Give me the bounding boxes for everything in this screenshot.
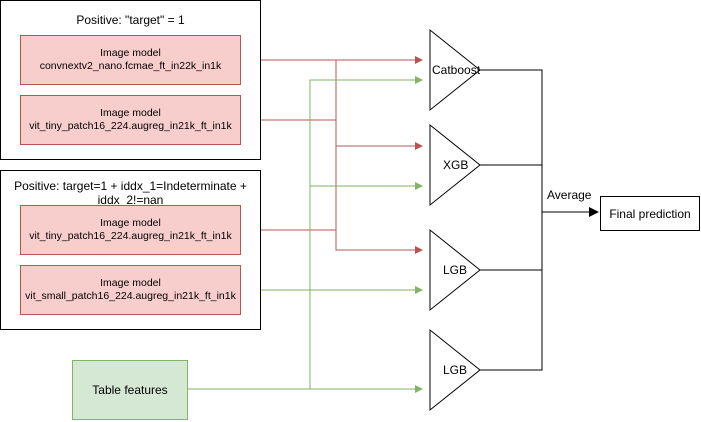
image-model-box: Image model vit_tiny_patch16_224.augreg_… xyxy=(20,95,241,145)
model-name: vit_small_patch16_224.augreg_in21k_ft_in… xyxy=(25,290,236,302)
image-model-box: Image model vit_small_patch16_224.augreg… xyxy=(20,265,241,315)
model-label: Image model xyxy=(100,47,161,59)
learner-label-xgb: XGB xyxy=(443,158,469,172)
model-name: vit_tiny_patch16_224.augreg_in21k_ft_in1… xyxy=(29,120,232,132)
group-title: Positive: "target" = 1 xyxy=(76,13,185,27)
final-prediction-box: Final prediction xyxy=(600,196,700,231)
green-edges xyxy=(188,76,423,393)
black-edges xyxy=(480,69,599,371)
model-label: Image model xyxy=(100,217,161,229)
learner-label-lgb-1: LGB xyxy=(443,263,468,277)
model-name: vit_tiny_patch16_224.augreg_in21k_ft_in1… xyxy=(29,230,232,242)
model-name: convnextv2_nano.fcmae_ft_in22k_in1k xyxy=(39,60,222,72)
average-label: Average xyxy=(547,188,592,202)
learner-triangle-catboost xyxy=(429,28,481,112)
final-prediction-label: Final prediction xyxy=(609,206,691,221)
red-edges xyxy=(241,56,423,254)
learner-label-catboost: Catboost xyxy=(432,63,481,77)
learner-triangle-lgb-2 xyxy=(429,328,481,412)
image-model-box: Image model vit_tiny_patch16_224.augreg_… xyxy=(20,205,241,255)
learner-label-lgb-2: LGB xyxy=(443,363,468,377)
table-features-label: Table features xyxy=(92,383,168,397)
learner-triangle-lgb-1 xyxy=(429,228,481,312)
table-features-box: Table features xyxy=(72,360,188,420)
model-label: Image model xyxy=(100,107,161,119)
learner-triangle-xgb xyxy=(429,123,481,207)
image-model-box: Image model convnextv2_nano.fcmae_ft_in2… xyxy=(20,35,241,85)
group-title-line1: Positive: target=1 + iddx_1=Indeterminat… xyxy=(14,179,247,193)
model-label: Image model xyxy=(100,277,161,289)
group-title-line2: iddx_2!=nan xyxy=(97,193,164,207)
